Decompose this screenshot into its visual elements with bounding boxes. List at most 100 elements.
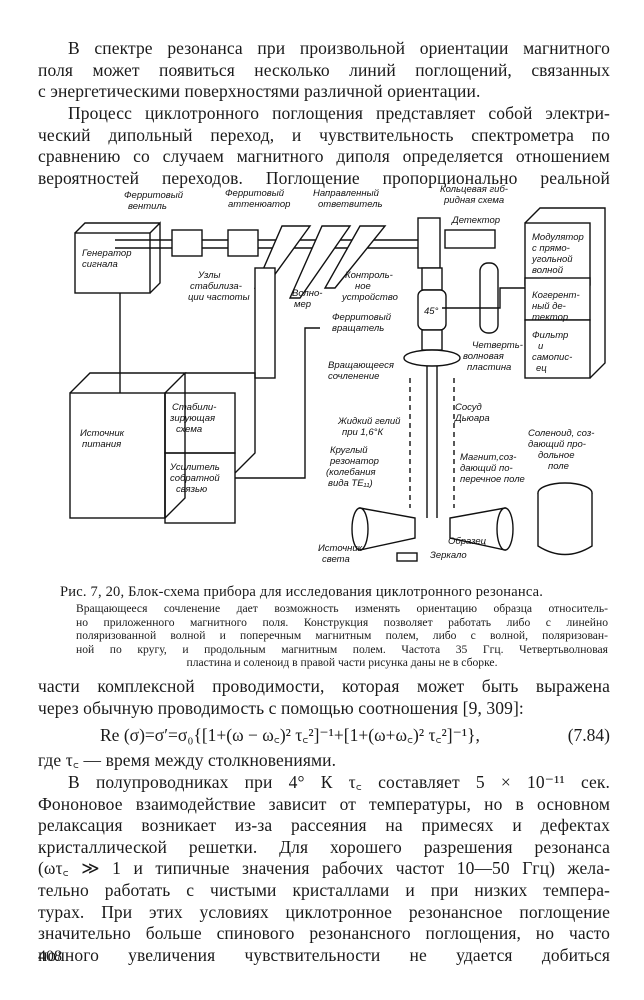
label-wavemeter: Волно-	[292, 288, 322, 299]
right-boxes-depth	[524, 207, 606, 379]
text-line: сравнению со случаем магнитного диполя о…	[38, 146, 610, 167]
label-liquid-helium: Жидкий гелий	[337, 416, 401, 427]
intro-paragraph: В спектре резонанса при произвольной ори…	[38, 38, 610, 103]
caption-line: ной по кругу, и продольным магнитным пол…	[76, 642, 608, 656]
light-source	[396, 552, 418, 562]
text-line: (ωτ꜀ ≫ 1 и типичные значения рабочих час…	[38, 858, 610, 879]
label-ferrite-rotator: Ферритовый	[332, 312, 392, 323]
ring-hybrid	[417, 217, 441, 269]
rotating-joint	[403, 349, 461, 367]
stabilization-column	[254, 267, 276, 379]
label-signal-generator: Генератор	[82, 248, 132, 259]
label-directional-coupler: Направленный	[313, 188, 380, 199]
label-solenoid: Соленоид, соз-	[528, 428, 594, 439]
feedback-amplifier-box	[164, 452, 236, 524]
connector	[442, 287, 525, 309]
text-line: тельно работать с чистыми кристаллами и …	[38, 879, 610, 900]
quarter-wave-plate	[479, 262, 499, 334]
filter-recorder-box	[524, 319, 591, 379]
stack-depth	[185, 372, 256, 474]
text-line: Фононовое взаимодействие зависит от темп…	[38, 793, 610, 814]
solenoid-body	[537, 493, 593, 556]
paragraph-5: В полупроводниках при 4° К τ꜀ составляет…	[38, 772, 610, 966]
label-dewar: Сосуд	[455, 402, 482, 413]
modulator-box	[524, 222, 591, 286]
label-coherent-detector: Когерент-	[532, 290, 580, 301]
text-line: В спектре резонанса при произвольной ори…	[68, 38, 610, 58]
label-modulator: Модулятор	[532, 232, 584, 243]
power-supply-box	[69, 392, 166, 519]
caption-line: поляризованной волной и поперечным магни…	[76, 629, 608, 643]
paragraph-4: где τ꜀ — время между столкновениями.	[38, 750, 610, 772]
label-quarter-wave-plate: Четверть-	[472, 340, 523, 351]
text-line: полного увеличения чувствительности не у…	[38, 944, 610, 965]
text-line: вероятностей переходов. Поглощение пропо…	[38, 167, 610, 188]
magnet-face	[496, 507, 514, 551]
svg-text:Магнит,соз-дающий по-перечное: Магнит,соз-дающий по-перечное поле	[460, 452, 525, 485]
generator-box	[74, 232, 151, 294]
label-stabilization-units: Узлы	[197, 270, 221, 281]
label-stabilizing-circuit: Стабили-	[172, 402, 216, 413]
ferrite-attenuator-box	[227, 229, 259, 257]
svg-text:Кольцевая гиб-ридная схема: Кольцевая гиб-ридная схема	[440, 184, 508, 206]
label-round-resonator: Круглый	[330, 445, 368, 456]
label-ring-hybrid: Кольцевая гиб-	[440, 184, 508, 195]
label-sample: Образец	[448, 536, 487, 547]
text-line: части комплексной проводимости, которая …	[38, 676, 610, 696]
branch	[323, 225, 387, 289]
ferrite-rotator	[421, 329, 443, 351]
svg-text:Когерент-ный де-тектор: Когерент-ный де-тектор	[532, 290, 580, 323]
connector	[235, 327, 320, 479]
branch	[288, 225, 352, 299]
text-line: ческий дипольный переход, и чувствительн…	[38, 124, 610, 145]
ferrite-valve-box	[171, 229, 203, 257]
paragraph-3: части комплексной проводимости, которая …	[38, 676, 610, 719]
label-filter-recorder: Фильтр	[532, 330, 568, 341]
text-line: В полупроводниках при 4° К τ꜀ составляет…	[68, 772, 610, 792]
label-ferrite-valve: Ферритовый	[124, 190, 184, 201]
magnet-face	[351, 507, 369, 551]
caption-line: Вращающееся сочленение дает возможность …	[76, 602, 608, 615]
formula-number: (7.84)	[567, 725, 610, 745]
generator-box-depth	[74, 221, 161, 294]
formula-7-84: Re (σ)=σ′=σ₀{[1+(ω − ω꜀)² τ꜀²]⁻¹+[1+(ω+ω…	[100, 724, 610, 746]
svg-text:Волно-мер: Волно-мер	[292, 288, 322, 310]
text-line: через обычную проводимость с помощью соо…	[38, 697, 524, 718]
page-number: 408	[38, 948, 62, 965]
label-ferrite-attenuator: Ферритовый	[225, 188, 285, 199]
label-mirror: Зеркало	[430, 550, 467, 561]
detector-arm	[444, 229, 496, 249]
text-line: где τ꜀ — время между столкновениями.	[38, 750, 337, 770]
label-power-supply: Источник	[80, 428, 125, 439]
paragraph-2: Процесс циклотронного поглощения предста…	[38, 103, 610, 189]
formula-text: Re (σ)=σ′=σ₀{[1+(ω − ω꜀)² τ꜀²]⁻¹+[1+(ω+ω…	[100, 725, 480, 745]
text-line: релаксация возникает из-за рассеяния на …	[38, 815, 610, 836]
text-line: значительно больше спинового резонансног…	[38, 923, 610, 944]
figure-caption-body: Вращающееся сочленение дает возможность …	[76, 602, 608, 670]
label-angle: 45°	[424, 306, 439, 317]
label-control-device: Контроль-	[345, 270, 393, 281]
rotator-upper	[421, 267, 443, 291]
label-transverse-magnet: Магнит,соз-	[460, 452, 516, 463]
text-line: с энергетическими поверхностями различно…	[38, 81, 481, 102]
caption-line: но приложенного магнитного поля. Констру…	[76, 615, 608, 629]
